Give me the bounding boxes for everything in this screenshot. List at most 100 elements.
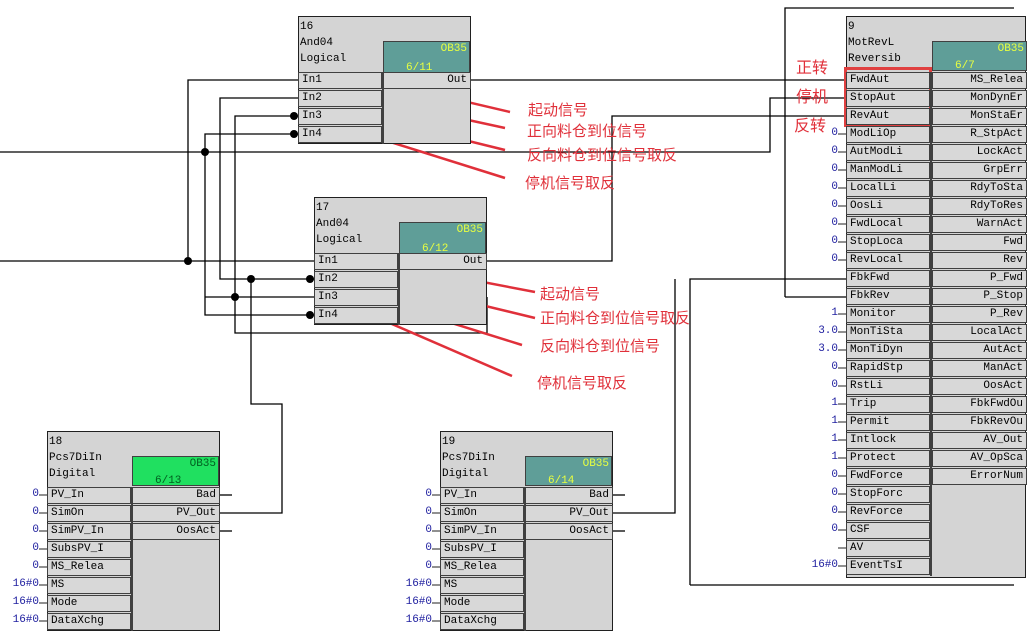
input-value[interactable]: 0 xyxy=(831,505,838,517)
output-pin-out[interactable]: Out xyxy=(398,253,487,270)
input-pin-fbkrev[interactable]: FbkRev xyxy=(846,288,930,305)
output-pin-rev[interactable]: Rev xyxy=(932,252,1027,269)
output-pin-p_rev[interactable]: P_Rev xyxy=(932,306,1027,323)
output-pin-rdytores[interactable]: RdyToRes xyxy=(932,198,1027,215)
output-pin-fwd[interactable]: Fwd xyxy=(932,234,1027,251)
input-value[interactable]: 1 xyxy=(831,397,838,409)
input-pin-ms[interactable]: MS xyxy=(440,577,524,594)
input-pin-in4[interactable]: In4 xyxy=(298,126,382,143)
input-pin-permit[interactable]: Permit xyxy=(846,414,930,431)
input-pin-stopaut[interactable]: StopAut xyxy=(846,90,930,107)
input-value[interactable]: 1 xyxy=(831,415,838,427)
input-pin-revlocal[interactable]: RevLocal xyxy=(846,252,930,269)
input-pin-dataxchg[interactable]: DataXchg xyxy=(440,613,524,630)
input-pin-stopforc[interactable]: StopForc xyxy=(846,486,930,503)
wire-b16-in1[interactable] xyxy=(187,79,314,262)
output-pin-grperr[interactable]: GrpErr xyxy=(932,162,1027,179)
input-pin-mode[interactable]: Mode xyxy=(47,595,131,612)
wire-b18-pvout[interactable] xyxy=(220,279,283,514)
output-pin-p_fwd[interactable]: P_Fwd xyxy=(932,270,1027,287)
input-value[interactable]: 0 xyxy=(425,542,432,554)
wire-b16-in4[interactable] xyxy=(204,133,314,316)
output-pin-errornum[interactable]: ErrorNum xyxy=(932,468,1027,485)
input-value[interactable]: 0 xyxy=(32,542,39,554)
output-pin-av_opsca[interactable]: AV_OpSca xyxy=(932,450,1027,467)
output-pin-monstaer[interactable]: MonStaEr xyxy=(932,108,1027,125)
input-pin-pv_in[interactable]: PV_In xyxy=(440,487,524,504)
output-pin-oosact[interactable]: OosAct xyxy=(131,523,220,540)
frame-wire[interactable] xyxy=(784,7,1014,297)
wire-b17-out-revaut[interactable] xyxy=(487,115,846,262)
input-pin-oosli[interactable]: OosLi xyxy=(846,198,930,215)
input-value[interactable]: 0 xyxy=(831,217,838,229)
input-value[interactable]: 16#0 xyxy=(811,559,838,571)
input-pin-trip[interactable]: Trip xyxy=(846,396,930,413)
input-value[interactable]: 0 xyxy=(425,524,432,536)
output-pin-pv_out[interactable]: PV_Out xyxy=(524,505,613,522)
input-pin-revaut[interactable]: RevAut xyxy=(846,108,930,125)
input-pin-rstli[interactable]: RstLi xyxy=(846,378,930,395)
input-value[interactable]: 0 xyxy=(831,199,838,211)
input-value[interactable]: 0 xyxy=(32,524,39,536)
input-pin-fwdlocal[interactable]: FwdLocal xyxy=(846,216,930,233)
input-pin-fbkfwd[interactable]: FbkFwd xyxy=(846,270,930,287)
input-pin-av[interactable]: AV xyxy=(846,540,930,557)
output-pin-av_out[interactable]: AV_Out xyxy=(932,432,1027,449)
output-pin-p_stop[interactable]: P_Stop xyxy=(932,288,1027,305)
input-pin-localli[interactable]: LocalLi xyxy=(846,180,930,197)
input-value[interactable]: 3.0 xyxy=(818,343,838,355)
input-value[interactable]: 0 xyxy=(831,145,838,157)
input-pin-simon[interactable]: SimOn xyxy=(47,505,131,522)
output-pin-lockact[interactable]: LockAct xyxy=(932,144,1027,161)
input-pin-ms_relea[interactable]: MS_Relea xyxy=(47,559,131,576)
input-value[interactable]: 0 xyxy=(831,487,838,499)
input-pin-in2[interactable]: In2 xyxy=(298,90,382,107)
input-pin-rapidstp[interactable]: RapidStp xyxy=(846,360,930,377)
output-pin-r_stpact[interactable]: R_StpAct xyxy=(932,126,1027,143)
input-value[interactable]: 3.0 xyxy=(818,325,838,337)
input-pin-subspv_i[interactable]: SubsPV_I xyxy=(47,541,131,558)
output-pin-ms_relea[interactable]: MS_Relea xyxy=(932,72,1027,89)
input-pin-eventtsi[interactable]: EventTsI xyxy=(846,558,930,575)
input-pin-in1[interactable]: In1 xyxy=(298,72,382,89)
input-pin-fwdaut[interactable]: FwdAut xyxy=(846,72,930,89)
input-pin-simpv_in[interactable]: SimPV_In xyxy=(440,523,524,540)
input-value[interactable]: 16#0 xyxy=(12,578,39,590)
wire-b16-in3[interactable] xyxy=(234,115,488,334)
input-pin-dataxchg[interactable]: DataXchg xyxy=(47,613,131,630)
input-value[interactable]: 0 xyxy=(831,181,838,193)
input-value[interactable]: 0 xyxy=(831,379,838,391)
input-value[interactable]: 1 xyxy=(831,451,838,463)
input-pin-protect[interactable]: Protect xyxy=(846,450,930,467)
input-pin-in3[interactable]: In3 xyxy=(298,108,382,125)
input-value[interactable]: 0 xyxy=(831,235,838,247)
input-value[interactable]: 0 xyxy=(831,127,838,139)
output-pin-mondyner[interactable]: MonDynEr xyxy=(932,90,1027,107)
input-pin-autmodli[interactable]: AutModLi xyxy=(846,144,930,161)
input-value[interactable]: 16#0 xyxy=(12,596,39,608)
output-pin-warnact[interactable]: WarnAct xyxy=(932,216,1027,233)
input-value[interactable]: 1 xyxy=(831,307,838,319)
input-value[interactable]: 0 xyxy=(831,469,838,481)
input-pin-simpv_in[interactable]: SimPV_In xyxy=(47,523,131,540)
output-pin-bad[interactable]: Bad xyxy=(131,487,220,504)
input-pin-csf[interactable]: CSF xyxy=(846,522,930,539)
input-pin-montidyn[interactable]: MonTiDyn xyxy=(846,342,930,359)
input-value[interactable]: 0 xyxy=(831,163,838,175)
output-pin-fbkrevou[interactable]: FbkRevOu xyxy=(932,414,1027,431)
input-value[interactable]: 0 xyxy=(425,560,432,572)
output-pin-localact[interactable]: LocalAct xyxy=(932,324,1027,341)
input-pin-stoploca[interactable]: StopLoca xyxy=(846,234,930,251)
output-pin-rdytosta[interactable]: RdyToSta xyxy=(932,180,1027,197)
input-value[interactable]: 0 xyxy=(425,488,432,500)
wire-b16-in2[interactable] xyxy=(219,97,314,280)
input-value[interactable]: 0 xyxy=(32,506,39,518)
input-pin-montista[interactable]: MonTiSta xyxy=(846,324,930,341)
input-value[interactable]: 16#0 xyxy=(405,596,432,608)
input-pin-intlock[interactable]: Intlock xyxy=(846,432,930,449)
output-pin-out[interactable]: Out xyxy=(382,72,471,89)
input-pin-manmodli[interactable]: ManModLi xyxy=(846,162,930,179)
input-value[interactable]: 0 xyxy=(32,488,39,500)
input-pin-monitor[interactable]: Monitor xyxy=(846,306,930,323)
input-pin-in1[interactable]: In1 xyxy=(314,253,398,270)
